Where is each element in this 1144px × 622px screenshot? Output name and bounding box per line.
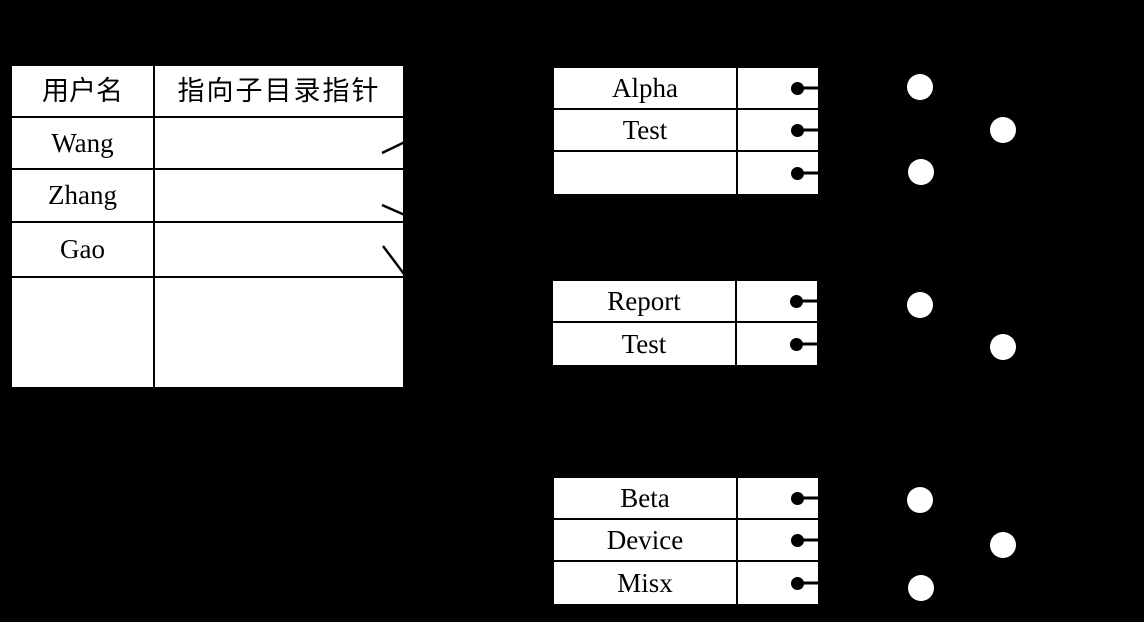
pointer-cell-empty — [155, 278, 403, 387]
file-icon — [990, 532, 1016, 558]
file-pointer-cell — [738, 520, 818, 562]
pointer-cell — [155, 170, 403, 223]
file-pointer-cell — [738, 562, 818, 604]
username-cell-empty — [12, 278, 155, 387]
file-pointer-cell — [738, 110, 818, 152]
pointer-dot-icon — [798, 86, 818, 90]
file-name-cell: Misx — [554, 562, 738, 604]
pointer-dot-icon — [798, 128, 818, 132]
pointer-dot-icon — [798, 581, 818, 585]
file-icon — [990, 117, 1016, 143]
pointer-cell — [155, 223, 403, 278]
file-pointer-cell — [738, 478, 818, 520]
file-pointer-cell — [737, 323, 817, 365]
username-cell: Wang — [12, 118, 155, 170]
pointer-dot-icon — [797, 342, 817, 346]
file-pointer-cell — [738, 68, 818, 110]
username-header: 用户名 — [12, 66, 155, 118]
pointer-cell — [155, 118, 403, 170]
file-name-cell: Beta — [554, 478, 738, 520]
file-icon — [908, 159, 934, 185]
file-icon — [907, 487, 933, 513]
subdir-pointer-header: 指向子目录指针 — [155, 66, 403, 118]
file-icon — [907, 74, 933, 100]
username-cell: Gao — [12, 223, 155, 278]
file-name-cell: Test — [554, 110, 738, 152]
file-icon — [908, 575, 934, 601]
pointer-dot-icon — [797, 299, 817, 303]
pointer-dot-icon — [798, 538, 818, 542]
master-directory-table: 用户名 指向子目录指针 Wang Zhang Gao — [10, 64, 405, 390]
file-name-cell: Test — [553, 323, 737, 365]
file-name-cell: Report — [553, 281, 737, 323]
file-name-cell-empty — [554, 152, 738, 194]
file-name-cell: Device — [554, 520, 738, 562]
username-cell: Zhang — [12, 170, 155, 223]
pointer-dot-icon — [798, 496, 818, 500]
file-pointer-cell — [737, 281, 817, 323]
pointer-dot-icon — [798, 171, 818, 175]
file-name-cell: Alpha — [554, 68, 738, 110]
subdirectory-table-1: Alpha Test — [552, 66, 820, 197]
file-pointer-cell — [738, 152, 818, 194]
file-icon — [990, 334, 1016, 360]
file-icon — [907, 292, 933, 318]
subdirectory-table-2: Report Test — [551, 279, 819, 368]
subdirectory-table-3: Beta Device Misx — [552, 476, 820, 607]
